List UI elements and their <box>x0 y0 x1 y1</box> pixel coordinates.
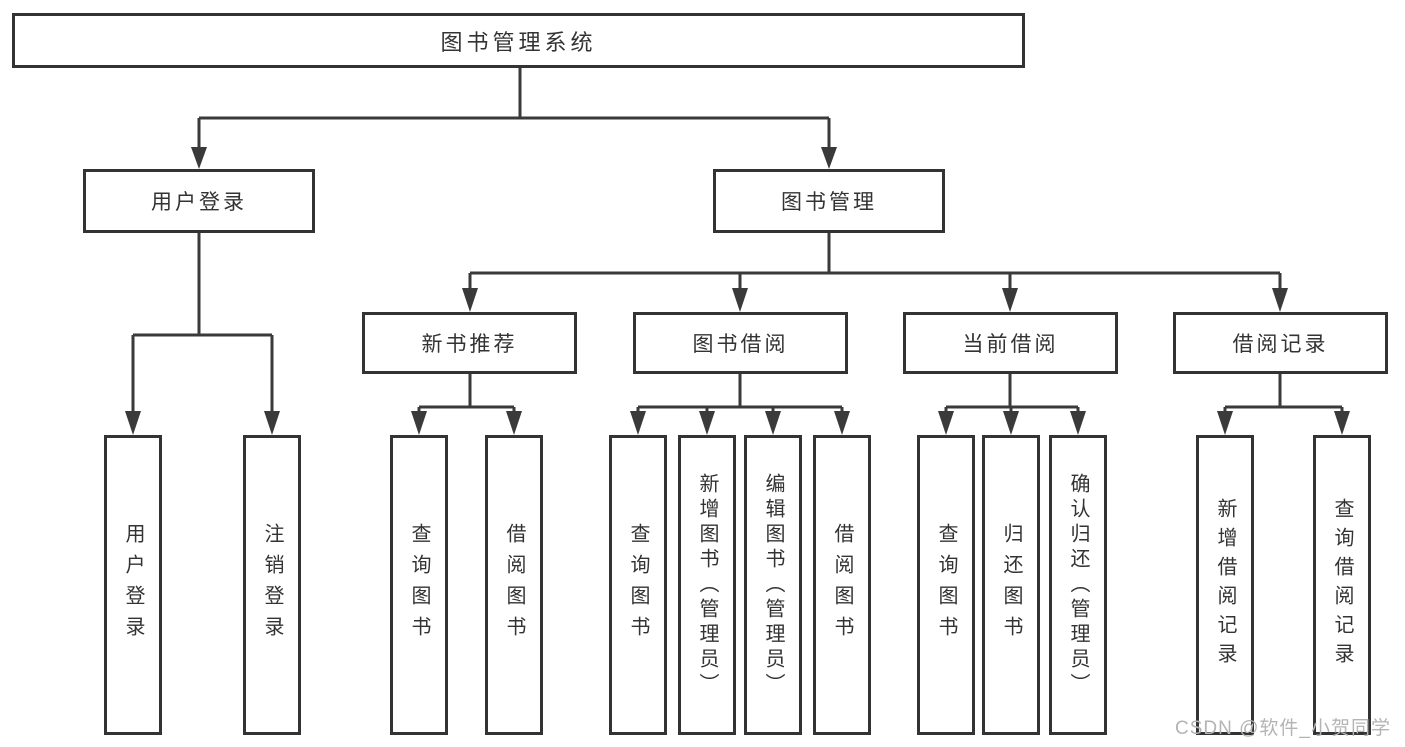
arrow-down-icon <box>1002 288 1018 312</box>
arrow-down-icon <box>191 147 207 169</box>
node-book-borrowing: 图书借阅 <box>633 312 848 374</box>
leaf-return-books: 归还图书 <box>982 435 1040 735</box>
node-label: 图书借阅 <box>692 333 789 356</box>
leaf-query-books: 查询图书 <box>390 435 448 735</box>
node-new-book-recommend: 新书推荐 <box>362 312 577 374</box>
node-book-management: 图书管理 <box>713 169 945 233</box>
node-label: 图书管理系统 <box>440 29 597 55</box>
node-label: 借阅图书 <box>831 523 853 647</box>
arrow-down-icon <box>506 411 522 435</box>
node-label: 归还图书 <box>1000 523 1022 647</box>
leaf-confirm-return-admin: 确认归还（管理员） <box>1049 435 1107 735</box>
arrow-down-icon <box>732 288 748 312</box>
arrow-down-icon <box>821 147 837 169</box>
node-label: 确认归还（管理员） <box>1067 472 1089 698</box>
leaf-query-books: 查询图书 <box>609 435 667 735</box>
node-label: 用户登录 <box>151 191 247 214</box>
leaf-logout: 注销登录 <box>243 435 301 735</box>
node-label: 查询图书 <box>935 523 957 647</box>
node-borrow-records: 借阅记录 <box>1173 312 1388 374</box>
node-user-login: 用户登录 <box>83 169 315 233</box>
arrow-down-icon <box>264 411 280 435</box>
arrow-down-icon <box>938 411 954 435</box>
node-label: 查询图书 <box>627 523 649 647</box>
node-label: 借阅记录 <box>1232 333 1329 356</box>
arrow-down-icon <box>411 411 427 435</box>
arrow-down-icon <box>1070 411 1086 435</box>
node-label: 注销登录 <box>261 523 283 647</box>
arrow-down-icon <box>462 288 478 312</box>
leaf-edit-books-admin: 编辑图书（管理员） <box>744 435 802 735</box>
connector-lines <box>131 68 1344 411</box>
leaf-query-books: 查询图书 <box>917 435 975 735</box>
node-system-root: 图书管理系统 <box>12 13 1025 68</box>
arrow-down-icon <box>1272 288 1288 312</box>
node-label: 新增借阅记录 <box>1214 498 1236 672</box>
leaf-query-borrow-record: 查询借阅记录 <box>1313 435 1371 735</box>
node-label: 图书管理 <box>781 191 877 214</box>
arrow-down-icon <box>1217 411 1233 435</box>
arrow-down-icon <box>1334 411 1350 435</box>
node-label: 新书推荐 <box>421 333 518 356</box>
arrow-down-icon <box>765 411 781 435</box>
arrow-down-icon <box>699 411 715 435</box>
node-current-borrowing: 当前借阅 <box>903 312 1118 374</box>
node-label: 查询借阅记录 <box>1331 498 1353 672</box>
node-label: 用户登录 <box>122 523 144 647</box>
node-label: 编辑图书（管理员） <box>762 472 784 698</box>
connector-arrowheads <box>125 147 1350 435</box>
leaf-borrow-books: 借阅图书 <box>485 435 543 735</box>
arrow-down-icon <box>1003 411 1019 435</box>
node-label: 查询图书 <box>408 523 430 647</box>
leaf-user-login: 用户登录 <box>104 435 162 735</box>
leaf-add-books-admin: 新增图书（管理员） <box>678 435 736 735</box>
arrow-down-icon <box>630 411 646 435</box>
csdn-watermark: CSDN @软件_小贺同学 <box>1175 718 1391 739</box>
node-label: 当前借阅 <box>962 333 1059 356</box>
leaf-add-borrow-record: 新增借阅记录 <box>1196 435 1254 735</box>
arrow-down-icon <box>834 411 850 435</box>
leaf-borrow-books: 借阅图书 <box>813 435 871 735</box>
node-label: 新增图书（管理员） <box>696 472 718 698</box>
arrow-down-icon <box>125 411 141 435</box>
node-label: 借阅图书 <box>503 523 525 647</box>
